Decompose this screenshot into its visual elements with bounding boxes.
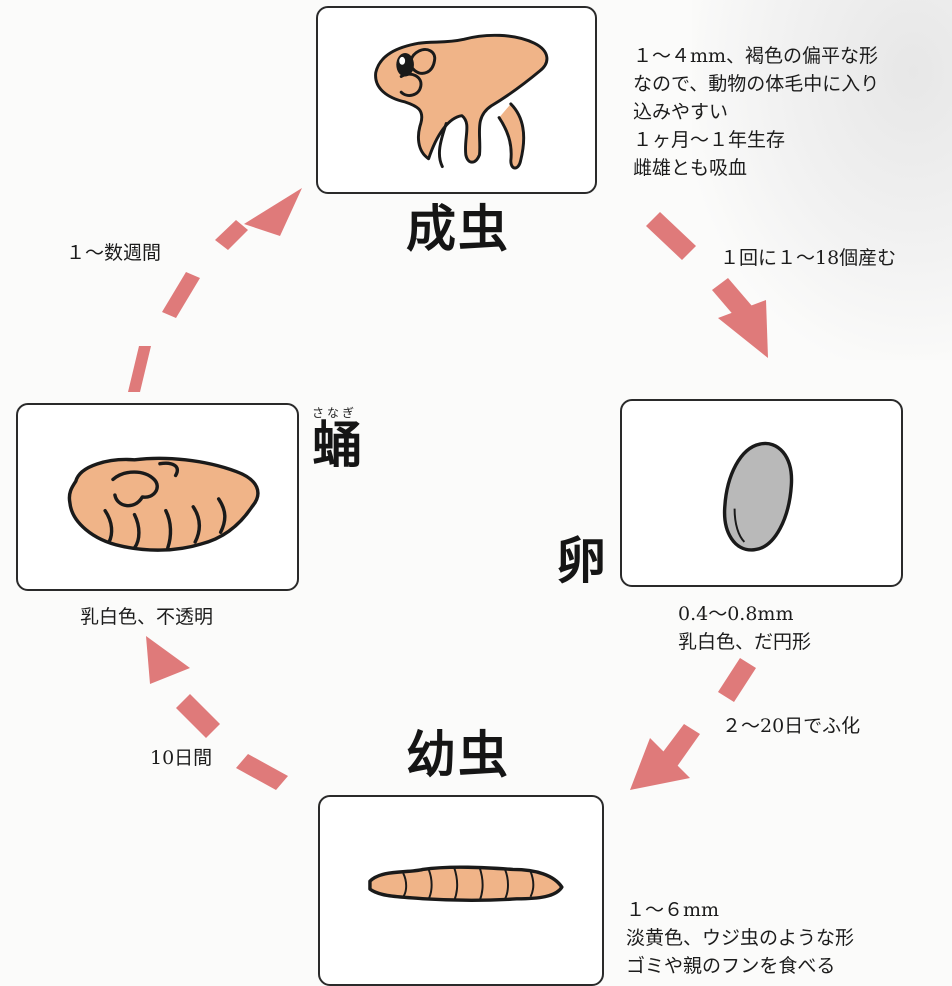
egg-card [620,399,903,587]
transition-egg-to-larva: ２～20日でふ化 [722,715,861,737]
arrow-adult-to-egg [646,212,768,358]
egg-illustration [722,441,794,552]
pupa-card [16,403,299,591]
transition-larva-to-pupa: 10日間 [150,747,213,769]
larva-illustration [368,865,564,903]
stage-label-pupa: 蛹 [312,416,364,474]
larva-card [318,795,604,986]
arrow-larva-to-pupa [146,636,288,790]
arrow-pupa-to-adult [128,188,302,392]
pupa-ruby: さなぎ [312,406,358,420]
stage-label-larva: 幼虫 [406,726,510,784]
adult-flea-card [316,6,597,194]
adult-description: １～４mm、褐色の偏平な形 なので、動物の体毛中に入り 込みやすい １ヶ月～１年… [633,45,880,179]
adult-flea-illustration [374,33,549,170]
larva-description: １～６mm 淡黄色、ウジ虫のような形 ゴミや親のフンを食べる [626,899,855,977]
pupa-description: 乳白色、不透明 [80,606,214,628]
arrow-egg-to-larva [630,658,756,790]
stage-label-egg: 卵 [556,532,608,590]
stage-label-adult: 成虫 [406,200,510,258]
egg-description: 0.4～0.8mm 乳白色、だ円形 [678,603,812,653]
transition-adult-to-egg: １回に１～18個産む [720,247,897,269]
pupa-illustration [67,456,260,552]
transition-pupa-to-adult: １～数週間 [66,242,162,264]
